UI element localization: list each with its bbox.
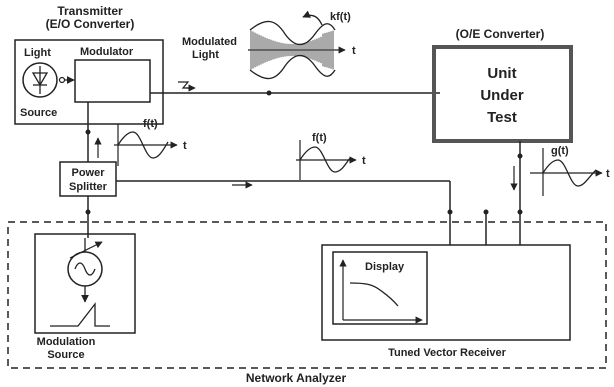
ft-t-label-modulator: t xyxy=(183,140,187,152)
ft-label-reference: f(t) xyxy=(312,132,327,144)
oscillator-icon xyxy=(67,238,103,287)
modulator-box xyxy=(74,59,151,103)
modulated-t-label: t xyxy=(352,45,356,57)
modulation-source-label: Source xyxy=(47,349,84,361)
modulated-light-waveform xyxy=(248,20,346,80)
display-label: Display xyxy=(365,261,405,273)
ft-waveform-reference xyxy=(296,140,357,180)
ft-label-modulator: f(t) xyxy=(143,118,158,130)
modulation-label: Modulation xyxy=(37,336,96,348)
uut-label-2: Under xyxy=(480,87,524,104)
uut-label-3: Test xyxy=(487,109,517,126)
network-analyzer-label: Network Analyzer xyxy=(246,371,347,385)
modulated-light-label-1: Modulated xyxy=(182,36,237,48)
display-box xyxy=(332,251,428,325)
modulation-source-box xyxy=(34,233,136,334)
light-label: Light xyxy=(24,47,51,59)
splitter-label: Splitter xyxy=(69,181,108,193)
tuned-vector-receiver-label: Tuned Vector Receiver xyxy=(388,347,507,359)
transmitter-box xyxy=(14,39,164,125)
oe-converter-label: (O/E Converter) xyxy=(456,27,545,41)
sweep-ramp-icon xyxy=(50,286,110,327)
transmitter-title: Transmitter xyxy=(57,4,123,18)
gt-t-label: t xyxy=(606,168,610,180)
display-trace xyxy=(349,282,399,307)
modulated-light-label-2: Light xyxy=(192,49,219,61)
gt-waveform xyxy=(530,148,603,196)
source-label: Source xyxy=(20,107,57,119)
modulator-label: Modulator xyxy=(80,46,134,58)
uut-label-1: Unit xyxy=(487,65,516,82)
unit-under-test-box xyxy=(432,45,573,143)
kft-arrow xyxy=(302,10,323,26)
ft-waveform-modulator xyxy=(114,124,178,166)
transmitter-subtitle: (E/O Converter) xyxy=(46,17,135,31)
kft-label: kf(t) xyxy=(330,11,351,23)
light-source-icon xyxy=(22,62,58,98)
power-label: Power xyxy=(71,167,105,179)
gt-label: g(t) xyxy=(551,145,569,157)
tuned-vector-receiver-box xyxy=(321,244,571,341)
ft-t-label-reference: t xyxy=(362,155,366,167)
